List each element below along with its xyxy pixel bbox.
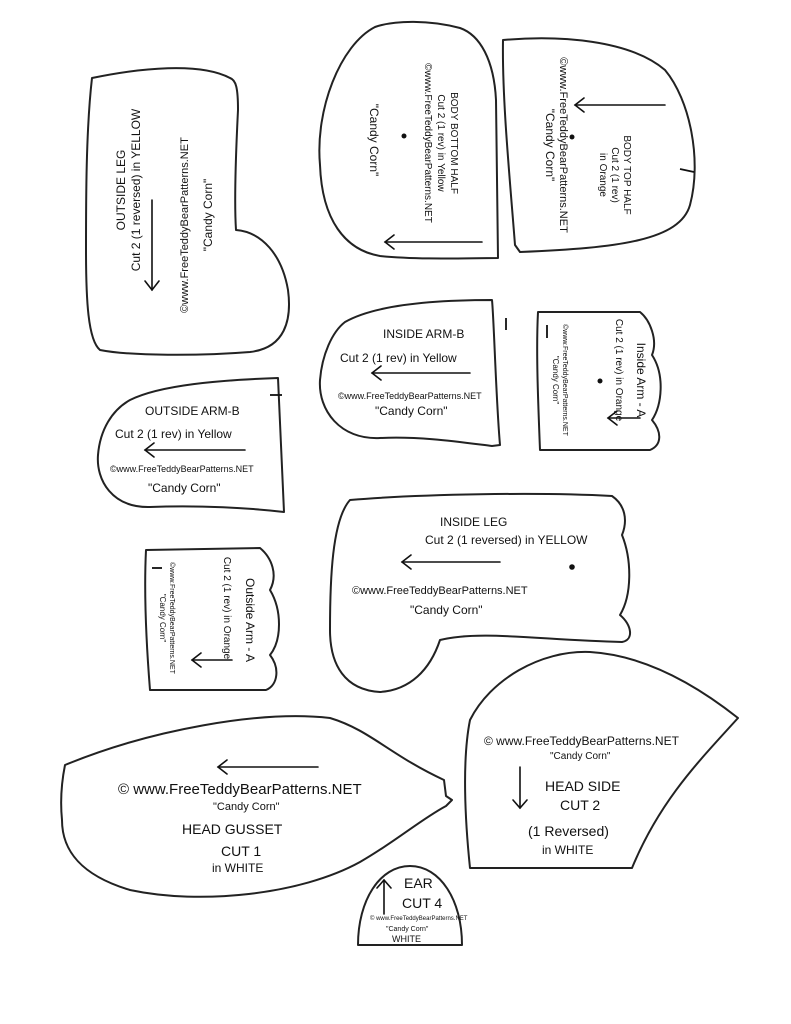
piece-head-gusset: © www.FreeTeddyBearPatterns.NET "Candy C…: [60, 715, 453, 898]
outside-arm-b-name: OUTSIDE ARM-B: [145, 404, 240, 418]
outside-arm-a-cut: Cut 2 (1 rev) in Orange: [221, 557, 232, 660]
head-gusset-outline: [60, 715, 453, 898]
piece-outside-arm-a: ©www.FreeTeddyBearPatterns.NET "Candy Co…: [144, 547, 280, 691]
piece-head-side: © www.FreeTeddyBearPatterns.NET "Candy C…: [464, 650, 739, 870]
inside-leg-grain-arrow: [400, 554, 501, 570]
inside-leg-name: INSIDE LEG: [440, 515, 507, 529]
head-side-color: in WHITE: [542, 843, 593, 857]
ear-name: EAR: [404, 875, 433, 891]
inside-leg-nickname: "Candy Corn": [410, 603, 483, 617]
inside-leg-copyright: ©www.FreeTeddyBearPatterns.NET: [352, 585, 528, 597]
body-bottom-eye-dot: [401, 133, 407, 139]
inside-arm-a-dot: [597, 378, 603, 384]
outside-arm-a-name: Outside Arm - A: [243, 578, 257, 662]
body-top-color: in Orange: [597, 153, 608, 197]
outside-arm-a-copyright: ©www.FreeTeddyBearPatterns.NET: [168, 562, 176, 674]
head-gusset-color: in WHITE: [212, 861, 263, 875]
ear-cut: CUT 4: [402, 895, 442, 911]
inside-arm-a-cut: Cut 2 (1 rev) in Orange: [613, 319, 624, 422]
body-bottom-grain-arrow: [383, 234, 483, 250]
outside-leg-outline: [85, 67, 290, 356]
body-top-half-outline: [501, 37, 696, 253]
piece-inside-arm-a: ©www.FreeTeddyBearPatterns.NET "Candy Co…: [536, 311, 662, 451]
inside-leg-eye-dot: [569, 564, 575, 570]
inside-arm-a-grain-arrow: [606, 410, 641, 426]
outside-arm-b-copyright: ©www.FreeTeddyBearPatterns.NET: [110, 464, 254, 474]
head-side-name: HEAD SIDE: [545, 778, 620, 794]
inside-arm-b-grain-arrow: [370, 365, 471, 381]
ear-color: WHITE: [392, 934, 421, 944]
head-gusset-cut: CUT 1: [221, 843, 261, 859]
head-side-copyright: © www.FreeTeddyBearPatterns.NET: [484, 734, 680, 748]
piece-body-bottom-half: BODY BOTTOM HALF Cut 2 (1 rev) in Yellow…: [318, 20, 499, 260]
inside-leg-cut: Cut 2 (1 reversed) in YELLOW: [425, 533, 588, 547]
outside-leg-nickname: "Candy Corn": [201, 179, 215, 252]
ear-copyright: © www.FreeTeddyBearPatterns.NET: [370, 915, 468, 922]
inside-arm-a-nickname: "Candy Corn": [551, 356, 560, 405]
outside-arm-b-cut: Cut 2 (1 rev) in Yellow: [115, 427, 232, 441]
outside-leg-name: OUTSIDE LEG: [114, 150, 128, 231]
body-top-eye-dot: [569, 134, 575, 140]
inside-arm-a-name: Inside Arm - A: [634, 343, 648, 418]
head-side-grain-arrow: [512, 766, 528, 810]
body-bottom-name: BODY BOTTOM HALF: [448, 92, 459, 194]
piece-inside-leg: INSIDE LEG Cut 2 (1 reversed) in YELLOW …: [329, 492, 631, 693]
head-gusset-copyright: © www.FreeTeddyBearPatterns.NET: [118, 781, 362, 798]
head-gusset-name: HEAD GUSSET: [182, 821, 283, 837]
inside-arm-b-name: INSIDE ARM-B: [383, 327, 464, 341]
body-bottom-copyright: ©www.FreeTeddyBearPatterns.NET: [422, 63, 433, 223]
outside-leg-grain-arrow: [144, 199, 160, 292]
outside-leg-cut: Cut 2 (1 reversed) in YELLOW: [129, 108, 143, 271]
inside-arm-b-outline: [318, 299, 501, 447]
head-side-nickname: "Candy Corn": [550, 751, 611, 762]
body-bottom-cut: Cut 2 (1 rev) in Yellow: [435, 94, 446, 192]
ear-nickname: "Candy Corn": [386, 926, 429, 933]
piece-body-top-half: ©www.FreeTeddyBearPatterns.NET "Candy Co…: [501, 37, 696, 253]
inside-arm-a-outline: [536, 311, 662, 451]
body-top-copyright: ©www.FreeTeddyBearPatterns.NET: [557, 57, 569, 233]
body-bottom-nickname: "Candy Corn": [367, 104, 381, 177]
outside-arm-b-outline: [96, 377, 285, 513]
outside-leg-copyright: ©www.FreeTeddyBearPatterns.NET: [179, 137, 191, 313]
ear-grain-arrow: [376, 878, 392, 915]
body-top-name: BODY TOP HALF: [621, 135, 632, 214]
piece-outside-leg: OUTSIDE LEG Cut 2 (1 reversed) in YELLOW…: [85, 67, 290, 356]
body-top-cut: Cut 2 (1 rev): [609, 147, 620, 203]
outside-arm-a-nickname: "Candy Corn": [158, 594, 167, 643]
head-gusset-nickname: "Candy Corn": [213, 801, 280, 813]
head-side-reversed: (1 Reversed): [528, 823, 609, 839]
piece-outside-arm-b: OUTSIDE ARM-B Cut 2 (1 rev) in Yellow ©w…: [96, 377, 285, 513]
body-bottom-half-outline: [318, 20, 499, 260]
inside-arm-a-copyright: ©www.FreeTeddyBearPatterns.NET: [561, 324, 569, 436]
body-top-notch: [679, 168, 695, 173]
piece-ear: EAR CUT 4 © www.FreeTeddyBearPatterns.NE…: [357, 865, 468, 946]
head-side-cut: CUT 2: [560, 797, 600, 813]
piece-inside-arm-b: INSIDE ARM-B Cut 2 (1 rev) in Yellow ©ww…: [318, 299, 507, 447]
ear-outline: [357, 865, 463, 946]
inside-arm-b-nickname: "Candy Corn": [375, 404, 448, 418]
inside-arm-b-copyright: ©www.FreeTeddyBearPatterns.NET: [338, 391, 482, 401]
inside-leg-outline: [329, 492, 631, 693]
body-top-grain-arrow: [573, 97, 666, 113]
outside-arm-b-grain-arrow: [143, 442, 246, 458]
head-gusset-grain-arrow: [216, 759, 319, 775]
outside-arm-a-grain-arrow: [190, 652, 233, 668]
outside-arm-b-nickname: "Candy Corn": [148, 481, 221, 495]
head-side-outline: [464, 650, 739, 870]
inside-arm-b-cut: Cut 2 (1 rev) in Yellow: [340, 351, 457, 365]
outside-arm-a-outline: [144, 547, 280, 691]
body-top-nickname: "Candy Corn": [543, 109, 557, 182]
